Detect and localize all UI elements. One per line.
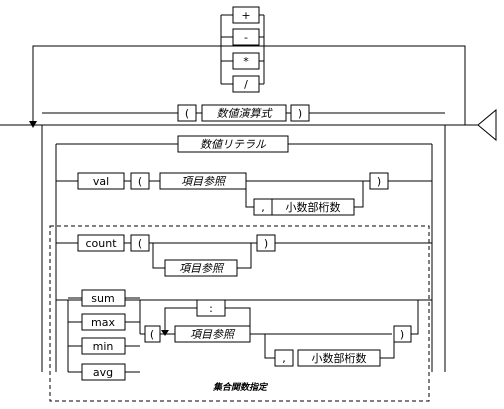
svg-text:(: ( — [185, 107, 189, 120]
end-terminator — [445, 108, 497, 142]
operator-divide: / — [232, 75, 260, 93]
svg-text:max: max — [91, 316, 115, 329]
svg-text:数値リテラル: 数値リテラル — [200, 138, 267, 151]
svg-text:,: , — [282, 352, 286, 365]
operator-choice-stubs — [221, 14, 264, 85]
svg-text:+: + — [241, 9, 250, 22]
svg-text:): ) — [264, 237, 268, 250]
svg-text:sum: sum — [91, 292, 114, 305]
svg-text:-: - — [244, 31, 248, 44]
count-paren-open: ( — [130, 234, 150, 252]
operator-loop-line — [32, 45, 466, 125]
count-item-reference-box: 項目参照 — [164, 259, 238, 277]
agg-comma-box: , — [274, 349, 294, 367]
svg-text:count: count — [85, 237, 117, 250]
svg-text:*: * — [243, 55, 249, 68]
agg-repeat-loop — [164, 307, 251, 334]
count-function-box: count — [77, 234, 125, 252]
flow-arrows — [29, 121, 169, 336]
agg-decimal-digits-box: 小数部桁数 — [297, 349, 381, 367]
agg-max-box: max — [81, 313, 126, 331]
svg-text:): ) — [298, 107, 302, 120]
val-paren-open: ( — [130, 172, 150, 190]
agg-colon-box: : — [196, 299, 226, 317]
svg-text:min: min — [93, 340, 114, 353]
svg-text::: : — [209, 302, 213, 315]
agg-avg-box: avg — [81, 363, 126, 381]
agg-paren-close: ) — [393, 325, 412, 343]
operator-multiply: * — [232, 52, 260, 70]
svg-text:小数部桁数: 小数部桁数 — [286, 200, 341, 214]
numeric-expression-box: 数値演算式 — [201, 104, 287, 122]
operator-plus: + — [232, 6, 260, 24]
val-comma-box: , — [253, 198, 273, 216]
expr-paren-open: ( — [177, 104, 197, 122]
svg-text:項目参照: 項目参照 — [181, 175, 227, 188]
agg-sum-box: sum — [81, 289, 126, 307]
agg-paren-open: ( — [144, 325, 161, 343]
svg-text:(: ( — [150, 328, 154, 341]
svg-text:): ) — [377, 175, 381, 188]
val-function-box: val — [77, 172, 125, 190]
svg-text:項目参照: 項目参照 — [190, 328, 236, 341]
numeric-literal-box: 数値リテラル — [177, 135, 289, 153]
val-decimal-digits-box: 小数部桁数 — [271, 198, 355, 216]
count-paren-close: ) — [256, 234, 276, 252]
agg-choice-stubs — [68, 297, 140, 373]
svg-text:(: ( — [138, 237, 142, 250]
expr-paren-close: ) — [290, 104, 310, 122]
agg-item-reference-box: 項目参照 — [174, 325, 251, 343]
agg-mainline — [140, 300, 419, 335]
svg-text:): ) — [400, 328, 404, 341]
svg-text:(: ( — [138, 175, 142, 188]
agg-min-box: min — [81, 337, 126, 355]
aggregate-region — [49, 225, 430, 402]
svg-text:数値演算式: 数値演算式 — [217, 107, 274, 120]
operator-choice-rails — [220, 15, 265, 84]
svg-text:val: val — [93, 175, 109, 188]
svg-text:avg: avg — [93, 366, 113, 379]
agg-choice-rails — [67, 300, 141, 372]
svg-text:,: , — [261, 201, 265, 214]
literal-rails — [55, 144, 433, 372]
svg-text:/: / — [244, 78, 248, 91]
svg-text:項目参照: 項目参照 — [179, 262, 225, 275]
val-item-reference-box: 項目参照 — [159, 172, 247, 190]
operator-minus: - — [232, 28, 260, 46]
svg-text:小数部桁数: 小数部桁数 — [312, 351, 367, 365]
aggregate-caption: 集合関数指定 — [212, 382, 269, 393]
val-paren-close: ) — [369, 172, 389, 190]
